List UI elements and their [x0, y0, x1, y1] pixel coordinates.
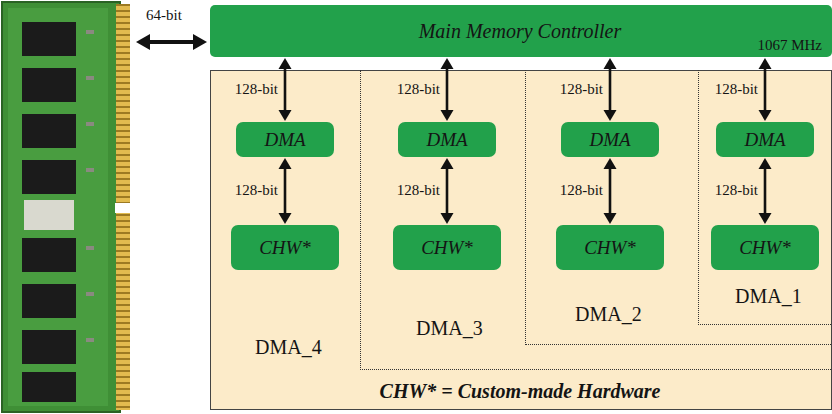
- dma-region: DMA_3 DMA_2 DMA_1 DMA CHW* DMA CHW* DMA CHW*: [360, 70, 831, 370]
- ram-module: [0, 0, 134, 414]
- arrow-head: [604, 213, 617, 224]
- arrow-head: [441, 158, 454, 169]
- region-name: DMA_3: [416, 317, 483, 340]
- arrow-head: [604, 158, 617, 169]
- arrow-head: [759, 158, 772, 169]
- custom-hardware-box: CHW*: [393, 225, 501, 270]
- bus-connector: [759, 58, 772, 121]
- bus-width-label: 128-bit: [397, 81, 440, 98]
- bus-connector: [279, 58, 292, 121]
- bus-arrow: [132, 28, 212, 58]
- box-label: CHW*: [421, 237, 473, 259]
- clock-rate: 1067 MHz: [757, 37, 822, 54]
- controller-name: Main Memory Controller: [419, 20, 622, 43]
- custom-hardware-box: CHW*: [556, 225, 664, 270]
- bus-width-label: 128-bit: [235, 182, 278, 199]
- arrow-head: [279, 213, 292, 224]
- bus-connector: [441, 158, 454, 224]
- dma-box: DMA: [716, 122, 814, 157]
- dma-box: DMA: [236, 122, 334, 157]
- memory-controller: Main Memory Controller 1067 MHz: [210, 5, 832, 57]
- dma-region: DMA_2 DMA_1 DMA CHW* DMA CHW*: [525, 70, 831, 345]
- arrow-head: [759, 213, 772, 224]
- arrow-head: [279, 58, 292, 69]
- box-label: CHW*: [584, 237, 636, 259]
- box-label: CHW*: [259, 237, 311, 259]
- dma-box: DMA: [561, 122, 659, 157]
- arrow-head: [441, 58, 454, 69]
- bus-connector: [604, 58, 617, 121]
- arrow-head: [279, 110, 292, 121]
- arrow-head: [441, 213, 454, 224]
- arrow-head: [279, 158, 292, 169]
- box-label: DMA: [744, 129, 785, 151]
- custom-hardware-box: CHW*: [711, 225, 819, 270]
- region-name: DMA_2: [575, 303, 642, 326]
- dma-box: DMA: [398, 122, 496, 157]
- region-name: DMA_1: [735, 285, 802, 308]
- box-label: DMA: [264, 129, 305, 151]
- custom-hardware-box: CHW*: [231, 225, 339, 270]
- hardware-panel: DMA_4CHW* = Custom-made Hardware DMA_3 DMA…: [210, 70, 832, 410]
- box-label: DMA: [589, 129, 630, 151]
- arrow-head: [759, 110, 772, 121]
- bus-connector: [279, 158, 292, 224]
- bus-width-label: 128-bit: [397, 182, 440, 199]
- arrow-head: [604, 58, 617, 69]
- bus-width-label: 128-bit: [235, 81, 278, 98]
- bus-width-label: 128-bit: [560, 81, 603, 98]
- bus-connector: [604, 158, 617, 224]
- legend-note: CHW* = Custom-made Hardware: [380, 380, 661, 403]
- bus-width-label: 64-bit: [146, 7, 182, 24]
- bus-connector: [759, 158, 772, 224]
- bus-width-label: 128-bit: [715, 182, 758, 199]
- arrow-head: [759, 58, 772, 69]
- region-name: DMA_4: [255, 336, 322, 359]
- bus-connector: [441, 58, 454, 121]
- box-label: DMA: [426, 129, 467, 151]
- arrow-head: [604, 110, 617, 121]
- box-label: CHW*: [739, 237, 791, 259]
- arrow-head: [441, 110, 454, 121]
- bus-width-label: 128-bit: [560, 182, 603, 199]
- bus-width-label: 128-bit: [715, 81, 758, 98]
